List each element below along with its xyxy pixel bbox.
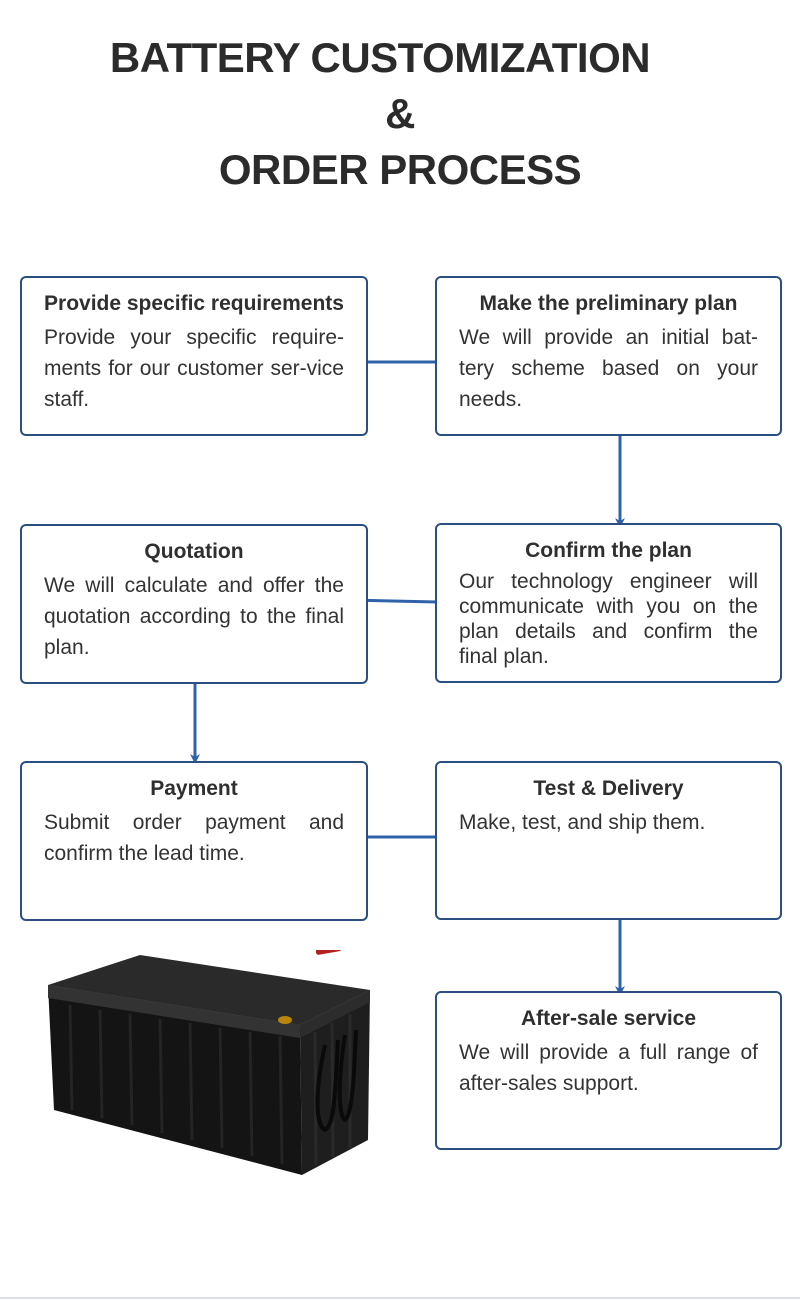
step-heading: After-sale service [520,1007,697,1030]
step-box-requirements: Provide specific requirements Provide yo… [20,276,368,436]
title-line-2: & [385,90,415,137]
step-body: Make, test, and ship them. [459,811,706,834]
step-heading: Payment [150,777,238,800]
step-body: We will provide an initial bat-tery sche… [459,326,758,411]
bottom-divider [0,1297,800,1299]
title-line-3: ORDER PROCESS [218,146,582,193]
step-box-payment: Payment Submit order payment and confirm… [20,761,368,921]
step-box-preliminary-plan: Make the preliminary plan We will provid… [435,276,782,436]
step-heading: Make the preliminary plan [479,292,738,315]
step-body: Our technology engineer will communicate… [459,570,758,668]
step-box-confirm-plan: Confirm the plan Our technology engineer… [435,523,782,683]
step-body: We will provide a full range of after-sa… [459,1041,758,1095]
step-heading: Provide specific requirements [44,292,344,315]
step-body: Submit order payment and confirm the lea… [44,811,344,865]
page-title: BATTERY CUSTOMIZATION & ORDER PROCESS [0,30,800,198]
battery-image [48,950,370,1175]
step-heading: Confirm the plan [525,539,692,562]
step-body: We will calculate and offer the quotatio… [44,574,344,659]
step-heading: Test & Delivery [533,777,684,800]
step-heading: Quotation [144,540,244,563]
step-box-after-sale: After-sale service We will provide a ful… [435,991,782,1150]
title-line-1: BATTERY CUSTOMIZATION [109,34,651,81]
step-body: Provide your specific require-ments for … [44,326,344,411]
step-box-test-delivery: Test & Delivery Make, test, and ship the… [435,761,782,920]
step-box-quotation: Quotation We will calculate and offer th… [20,524,368,684]
